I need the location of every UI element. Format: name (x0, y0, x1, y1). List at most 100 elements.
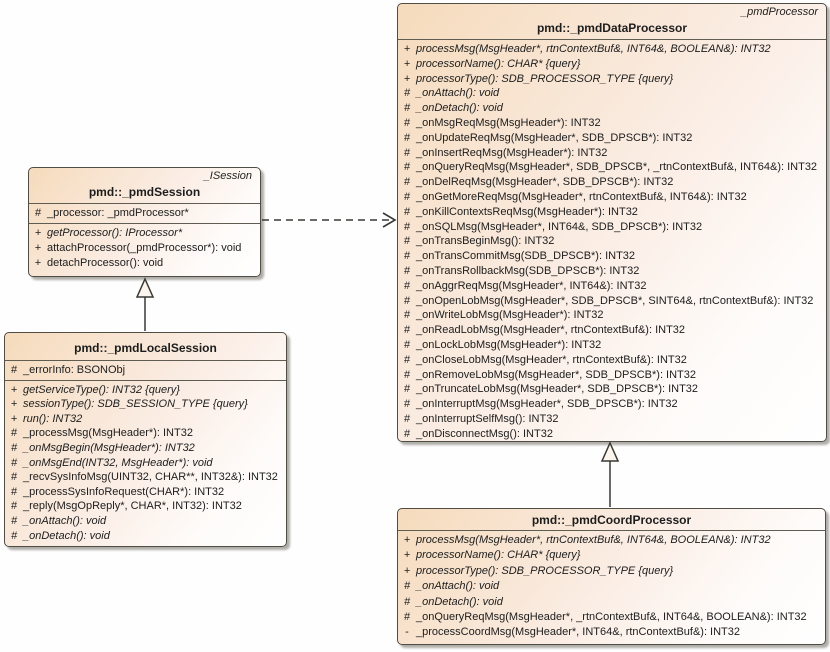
member-row: + detachProcessor(): void (29, 256, 260, 271)
class-box-pmd-pmddataprocessor[interactable]: _pmdProcessor pmd::_pmdDataProcessor +pr… (397, 3, 827, 442)
dependency-arrow-session-to-dataprocessor (262, 212, 397, 228)
visibility-symbol: # (34, 207, 42, 219)
member-row: +attachProcessor(_pmdProcessor*): void (29, 241, 260, 256)
class-title: pmd::_pmdDataProcessor (536, 21, 688, 35)
parent-class-label: _pmdProcessor (740, 6, 818, 18)
member-row: #_errorInfo: BSONObj (5, 363, 286, 378)
member-signature: _onAttach(): void (416, 580, 500, 593)
attributes-compartment: #_errorInfo: BSONObj (5, 360, 286, 380)
member-signature: _onAttach(): void (416, 87, 500, 100)
member-row: # _onDisconnectMsg(): INT32 (398, 427, 826, 441)
member-row: #_onMsgReqMsg(MsgHeader*): INT32 (398, 116, 826, 131)
visibility-symbol: # (403, 309, 411, 322)
member-signature: getServiceType(): INT32 {query} (23, 383, 180, 396)
class-box-pmd-pmdsession[interactable]: _ISession pmd::_pmdSession #_processor: … (28, 167, 261, 277)
operations-compartment: + processMsg(MsgHeader*, rtnContextBuf&, … (398, 39, 826, 441)
member-signature: _onDisconnectMsg(): INT32 (416, 427, 553, 440)
class-header: _ISession pmd::_pmdSession (29, 168, 260, 203)
visibility-symbol: + (403, 549, 411, 562)
member-row: #_onTruncateLobMsg(MsgHeader*, SDB_DPSCB… (398, 382, 826, 397)
member-row: #_onDelReqMsg(MsgHeader*, SDB_DPSCB*): I… (398, 175, 826, 190)
class-box-pmd-pmdlocalsession[interactable]: pmd::_pmdLocalSession #_errorInfo: BSONO… (4, 332, 287, 547)
member-row: #_processor: _pmdProcessor* (29, 206, 260, 221)
member-signature: _onLockLobMsg(MsgHeader*): INT32 (416, 338, 602, 351)
hollow-triangle-icon (600, 441, 620, 462)
parent-class-label: _ISession (203, 170, 252, 182)
class-header: pmd::_pmdCoordProcessor (398, 509, 825, 530)
member-signature: _onDetach(): void (416, 595, 503, 608)
member-signature: _onInterruptMsg(MsgHeader*, SDB_DPSCB*):… (416, 398, 678, 411)
visibility-symbol: # (403, 176, 411, 189)
member-signature: _onUpdateReqMsg(MsgHeader*, SDB_DPSCB*):… (416, 131, 693, 144)
member-signature: _onWriteLobMsg(MsgHeader*): INT32 (416, 309, 604, 322)
member-signature: _processSysInfoRequest(CHAR*): INT32 (23, 485, 225, 498)
member-signature: processMsg(MsgHeader*, rtnContextBuf&, I… (416, 43, 771, 55)
member-row: # _processSysInfoRequest(CHAR*): INT32 (5, 485, 286, 500)
member-signature: _onMsgBegin(MsgHeader*): INT32 (23, 441, 195, 454)
member-row: #_onGetMoreReqMsg(MsgHeader*, rtnContext… (398, 190, 826, 205)
visibility-symbol: # (10, 529, 18, 542)
member-row: + processorName(): CHAR* {query} (398, 57, 826, 72)
visibility-symbol: # (403, 190, 411, 203)
member-signature: run(): INT32 (23, 412, 83, 425)
member-signature: _onAggrReqMsg(MsgHeader*, INT64&): INT32 (416, 279, 647, 292)
visibility-symbol: # (403, 580, 411, 593)
visibility-symbol: + (34, 227, 42, 239)
visibility-symbol: # (403, 250, 411, 263)
visibility-symbol: # (10, 427, 18, 440)
member-signature: _onTransRollbackMsg(SDB_DPSCB*): INT32 (416, 264, 640, 277)
visibility-symbol: # (403, 87, 411, 100)
member-row: #_onInsertReqMsg(MsgHeader*): INT32 (398, 146, 826, 161)
open-arrowhead-icon (382, 212, 397, 228)
visibility-symbol: + (403, 57, 411, 70)
member-signature: _onDetach(): void (23, 529, 110, 542)
attributes-compartment: #_processor: _pmdProcessor* (29, 203, 260, 223)
member-row: #_onReadLobMsg(MsgHeader*, rtnContextBuf… (398, 323, 826, 338)
generalization-arrow-localsession-to-session (135, 277, 155, 331)
member-signature: _onRemoveLobMsg(MsgHeader*, SDB_DPSCB*):… (416, 368, 697, 381)
visibility-symbol: # (10, 485, 18, 498)
visibility-symbol: # (403, 427, 411, 440)
visibility-symbol: # (10, 364, 18, 376)
member-signature: _onQueryReqMsg(MsgHeader*, SDB_DPSCB*, _… (416, 161, 818, 174)
member-signature: processorName(): CHAR* {query} (416, 57, 581, 70)
visibility-symbol: + (403, 72, 411, 85)
member-signature: detachProcessor(): void (47, 257, 164, 269)
visibility-symbol: # (10, 456, 18, 469)
visibility-symbol: # (403, 146, 411, 159)
member-row: #_onAttach(): void (5, 514, 286, 529)
visibility-symbol: + (10, 383, 18, 396)
member-row: # _onWriteLobMsg(MsgHeader*): INT32 (398, 308, 826, 323)
member-signature: _onTransCommitMsg(SDB_DPSCB*): INT32 (416, 250, 636, 263)
member-row: #_onAggrReqMsg(MsgHeader*, INT64&): INT3… (398, 279, 826, 294)
visibility-symbol: # (403, 264, 411, 277)
class-header: pmd::_pmdLocalSession (5, 333, 286, 360)
member-row: #_onMsgBegin(MsgHeader*): INT32 (5, 441, 286, 456)
class-box-pmd-pmdcoordprocessor[interactable]: pmd::_pmdCoordProcessor +processMsg(MsgH… (397, 508, 826, 645)
member-row: # _onLockLobMsg(MsgHeader*): INT32 (398, 338, 826, 353)
visibility-symbol: # (403, 338, 411, 351)
member-signature: processorType(): SDB_PROCESSOR_TYPE {que… (416, 72, 674, 85)
visibility-symbol: + (10, 398, 18, 411)
member-signature: _onCloseLobMsg(MsgHeader*, rtnContextBuf… (416, 353, 687, 366)
visibility-symbol: # (403, 383, 411, 396)
member-row: +processorName(): CHAR* {query} (398, 548, 825, 563)
member-row: #_onTransBeginMsg(): INT32 (398, 234, 826, 249)
visibility-symbol: + (34, 257, 42, 269)
member-row: +run(): INT32 (5, 412, 286, 427)
member-row: # _onTransRollbackMsg(SDB_DPSCB*): INT32 (398, 264, 826, 279)
class-title: pmd::_pmdLocalSession (74, 341, 217, 355)
visibility-symbol: # (403, 353, 411, 366)
generalization-arrow-coordprocessor-to-dataprocessor (600, 441, 620, 507)
member-row: # _onAttach(): void (398, 579, 825, 594)
member-signature: _processCoordMsg(MsgHeader*, INT64&, rtn… (416, 626, 741, 639)
operations-compartment: +getProcessor(): IProcessor*+attachProce… (29, 223, 260, 273)
member-row: #_onInterruptSelfMsg(): INT32 (398, 412, 826, 427)
visibility-symbol: # (403, 161, 411, 174)
visibility-symbol: + (34, 242, 42, 254)
visibility-symbol: # (403, 131, 411, 144)
member-row: # _onQueryReqMsg(MsgHeader*, SDB_DPSCB*, … (398, 160, 826, 175)
visibility-symbol: # (403, 324, 411, 337)
member-row: #_onInterruptMsg(MsgHeader*, SDB_DPSCB*)… (398, 397, 826, 412)
